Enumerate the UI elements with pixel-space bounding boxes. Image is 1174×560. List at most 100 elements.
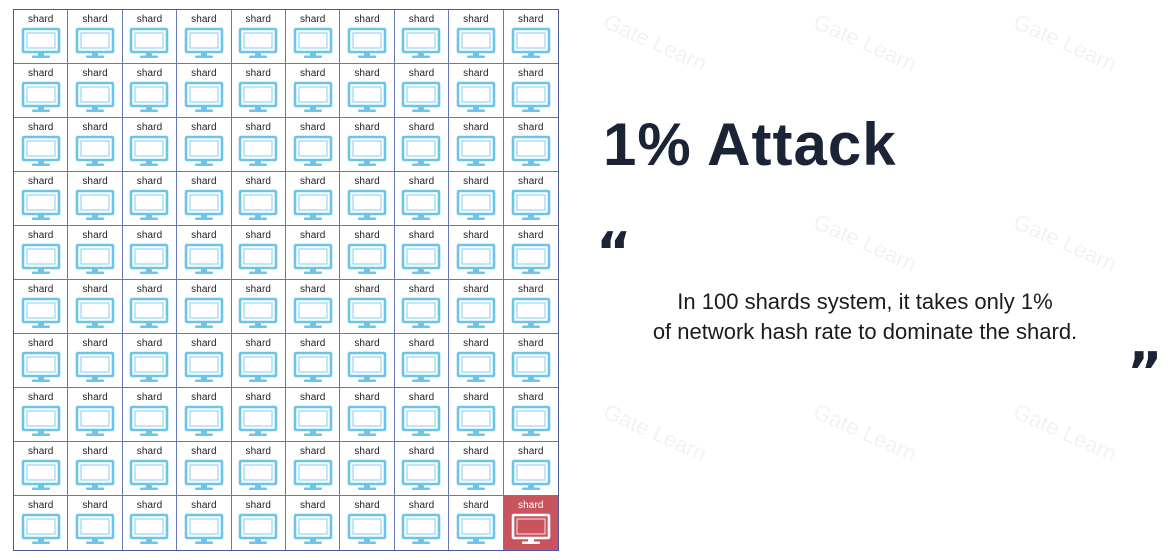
monitor-icon (238, 297, 278, 328)
monitor-icon (347, 81, 387, 112)
watermark: Gate Learn (599, 8, 711, 77)
monitor-icon (511, 297, 551, 328)
shard-label: shard (408, 230, 435, 241)
shard-label: shard (82, 446, 108, 457)
shard-label: shard (82, 176, 108, 187)
shard-label: shard (518, 500, 544, 511)
shard-cell: shard (449, 64, 504, 118)
shard-cell: shard (231, 172, 286, 226)
monitor-icon (75, 81, 115, 112)
shard-cell: shard (394, 64, 450, 118)
shard-cell: shard (14, 280, 69, 334)
shard-cell: shard (340, 496, 395, 550)
watermark: Gate Learn (599, 398, 711, 467)
shard-label: shard (408, 338, 435, 349)
shard-cell: shard (286, 442, 341, 496)
shard-cell: shard (68, 64, 123, 118)
shard-label: shard (408, 446, 435, 457)
shard-cell: shard (449, 496, 504, 550)
monitor-icon (402, 405, 441, 436)
shard-cell: shard (177, 442, 232, 496)
monitor-icon (347, 297, 387, 328)
shard-label: shard (354, 122, 380, 133)
shard-label: shard (354, 230, 380, 241)
monitor-icon (402, 189, 441, 220)
shard-label: shard (518, 446, 544, 457)
shard-label: shard (136, 338, 163, 349)
shard-cell: shard (503, 388, 558, 442)
shard-label: shard (27, 68, 54, 79)
shard-label: shard (354, 338, 380, 349)
shard-label: shard (299, 230, 326, 241)
shard-label: shard (82, 14, 108, 25)
shard-cell: shard (503, 442, 558, 496)
shard-label: shard (27, 500, 54, 511)
shard-cell: shard (286, 10, 341, 64)
shard-cell: shard (286, 172, 341, 226)
shard-cell: shard (122, 172, 178, 226)
watermark: Gate Learn (1009, 8, 1121, 77)
monitor-icon (293, 351, 332, 382)
shard-label: shard (463, 392, 489, 403)
monitor-icon (456, 351, 496, 382)
shard-cell: shard (68, 10, 123, 64)
shard-label: shard (245, 68, 272, 79)
shard-cell: shard (286, 280, 341, 334)
monitor-icon (130, 459, 169, 490)
shard-cell: shard (177, 280, 232, 334)
page-title: 1% Attack (603, 111, 897, 178)
shard-label: shard (245, 14, 272, 25)
shard-cell: shard (68, 388, 123, 442)
monitor-icon (402, 297, 441, 328)
shard-label: shard (354, 500, 380, 511)
monitor-icon (293, 459, 332, 490)
watermark: Gate Learn (1009, 208, 1121, 277)
shard-label: shard (82, 284, 108, 295)
shard-cell: shard (177, 64, 232, 118)
monitor-icon (75, 297, 115, 328)
shard-label: shard (463, 230, 489, 241)
shard-label: shard (299, 14, 326, 25)
monitor-icon (293, 405, 332, 436)
monitor-icon (130, 243, 169, 274)
shard-cell: shard (177, 10, 232, 64)
monitor-icon (456, 297, 496, 328)
shard-cell: shard (14, 334, 69, 388)
shard-label: shard (191, 392, 217, 403)
shard-label: shard (518, 338, 544, 349)
shard-label: shard (245, 338, 272, 349)
monitor-icon (75, 27, 115, 58)
monitor-icon (130, 135, 169, 166)
shard-cell: shard (14, 118, 69, 172)
shard-cell: shard (68, 172, 123, 226)
shard-label: shard (136, 500, 163, 511)
shard-cell: shard (122, 280, 178, 334)
shard-label: shard (299, 392, 326, 403)
monitor-icon (21, 27, 60, 58)
shard-label: shard (136, 68, 163, 79)
monitor-icon (456, 135, 496, 166)
shard-cell: shard (286, 496, 341, 550)
shard-cell: shard (340, 442, 395, 496)
shard-cell: shard (394, 388, 450, 442)
shard-cell: shard (340, 118, 395, 172)
shard-label: shard (82, 392, 108, 403)
shard-cell: shard (394, 172, 450, 226)
shard-label: shard (463, 338, 489, 349)
shard-cell: shard (231, 334, 286, 388)
shard-cell: shard (286, 64, 341, 118)
shard-label: shard (518, 176, 544, 187)
shard-label: shard (518, 122, 544, 133)
monitor-icon (293, 27, 332, 58)
shard-label: shard (299, 122, 326, 133)
monitor-icon (184, 459, 224, 490)
shard-cell: shard (122, 226, 178, 280)
shard-label: shard (245, 392, 272, 403)
shard-cell: shard (231, 10, 286, 64)
quote-line-2: of network hash rate to dominate the sha… (652, 319, 1078, 344)
shard-label: shard (518, 230, 544, 241)
shard-cell: shard (231, 388, 286, 442)
shard-label: shard (245, 500, 272, 511)
monitor-icon (456, 405, 496, 436)
monitor-icon (456, 243, 496, 274)
